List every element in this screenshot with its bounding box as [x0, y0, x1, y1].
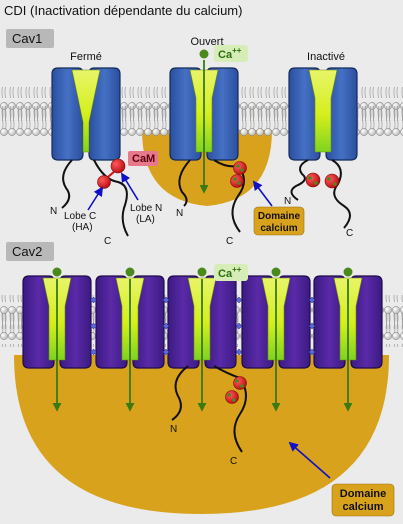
cav1-cam-c-lobe: [97, 175, 111, 189]
cav2-label-box: [6, 242, 54, 261]
cav1-closed-n-label: N: [50, 206, 57, 217]
channel-linker-marker: [90, 296, 97, 304]
channel-linker-marker: [235, 296, 243, 304]
state-closed-label: Fermé: [70, 51, 102, 63]
lobe-n-sublabel: (LA): [136, 214, 155, 225]
cav1-inact-c-terminus: [331, 159, 351, 229]
channel-linker-marker: [162, 322, 170, 330]
cav2-ca-text: Ca++: [218, 265, 242, 280]
cav1-inact-n-label: N: [284, 196, 291, 207]
lobe-c-label: Lobe C: [64, 211, 96, 222]
cav2-channels: [22, 267, 383, 412]
cav1-open-n-label: N: [176, 208, 183, 219]
cav2-calcium-ion: [52, 267, 62, 277]
cav2-calcium-domain: [14, 355, 389, 514]
diagram-title: CDI (Inactivation dépendante du calcium): [4, 3, 242, 18]
cav2-cam-upper-lobe: [233, 376, 247, 390]
cav1-domain-label: Domaine: [258, 211, 301, 222]
cav1-domain-label-box: [253, 206, 305, 236]
cav2-c-label: C: [230, 456, 237, 467]
cav2-cam-lower-lobe: [225, 390, 239, 404]
channel-linker-marker: [90, 322, 97, 330]
cav1-open-n-terminus: [178, 159, 191, 207]
cav2-c-terminus: [213, 365, 247, 453]
cav1-panel: Cav1 Fermé Ouvert Inactivé Ca++: [0, 29, 403, 247]
cav2-domain-sublabel: calcium: [343, 501, 384, 513]
cav1-channel-closed: [51, 67, 121, 161]
channel-linker-marker: [235, 348, 243, 356]
cav1-ca-badge: [214, 45, 248, 62]
lobe-n-pointer-arrow: [120, 172, 139, 201]
cav2-calcium-ion: [343, 267, 353, 277]
cav2-channel: [95, 275, 165, 369]
state-open-label: Ouvert: [190, 36, 223, 48]
cav1-open-c-terminus: [213, 159, 245, 233]
cam-label: CaM: [132, 153, 155, 165]
cav1-inact-cam-lobe-right: [324, 173, 340, 189]
cav1-label: Cav1: [12, 31, 42, 46]
channel-linker-marker: [308, 322, 316, 330]
cav1-open-cam-n-lobe: [233, 161, 247, 175]
cav1-inact-cam-lobe-left: [305, 172, 321, 188]
channel-linker-marker: [235, 322, 243, 330]
channel-linker-marker: [308, 296, 316, 304]
cav2-panel: Cav2 Ca++ N C Domaine calcium: [0, 242, 403, 517]
cav2-channel: [241, 275, 311, 369]
cav2-calcium-ion: [271, 267, 281, 277]
lobe-n-label: Lobe N: [130, 203, 162, 214]
cav2-domain-label-box: [331, 483, 395, 517]
cav1-closed-n-terminus: [61, 159, 73, 209]
cam-badge: [128, 151, 158, 166]
cav1-channel-inactivated: [288, 67, 358, 161]
channel-linker-marker: [90, 348, 97, 356]
cav2-ca-badge: [214, 264, 248, 281]
cav2-domain-pointer-arrow: [288, 441, 331, 479]
cav1-open-c-label: C: [226, 236, 233, 247]
cav2-channel: [313, 275, 383, 369]
cav2-channel: [167, 275, 237, 369]
cav1-domain-sublabel: calcium: [260, 223, 297, 234]
lobe-c-pointer-arrow: [87, 186, 104, 211]
channel-linker-marker: [308, 348, 316, 356]
lobe-c-sublabel: (HA): [72, 222, 93, 233]
cav1-cam-n-lobe: [110, 158, 126, 174]
cav2-label: Cav2: [12, 244, 42, 259]
cav1-calcium-ion: [199, 49, 209, 59]
cav2-calcium-ion: [197, 267, 207, 277]
cav1-open-cam-c-lobe: [230, 174, 244, 188]
cav1-ca-text: Ca++: [218, 46, 242, 61]
channel-linker-marker: [162, 348, 170, 356]
channel-linker-marker: [162, 296, 170, 304]
cav1-inact-c-label: C: [346, 228, 353, 239]
cav1-closed-c-label: C: [104, 236, 111, 247]
cav2-domain-label: Domaine: [340, 488, 386, 500]
cav1-domain-pointer-arrow: [252, 180, 273, 207]
cav2-n-terminus: [171, 365, 189, 421]
title-bar: [0, 0, 403, 22]
cav1-inact-n-terminus: [290, 159, 309, 201]
cav1-label-box: [6, 29, 54, 48]
cav2-n-label: N: [170, 424, 177, 435]
state-inactivated-label: Inactivé: [307, 51, 345, 63]
cav2-calcium-ion: [125, 267, 135, 277]
